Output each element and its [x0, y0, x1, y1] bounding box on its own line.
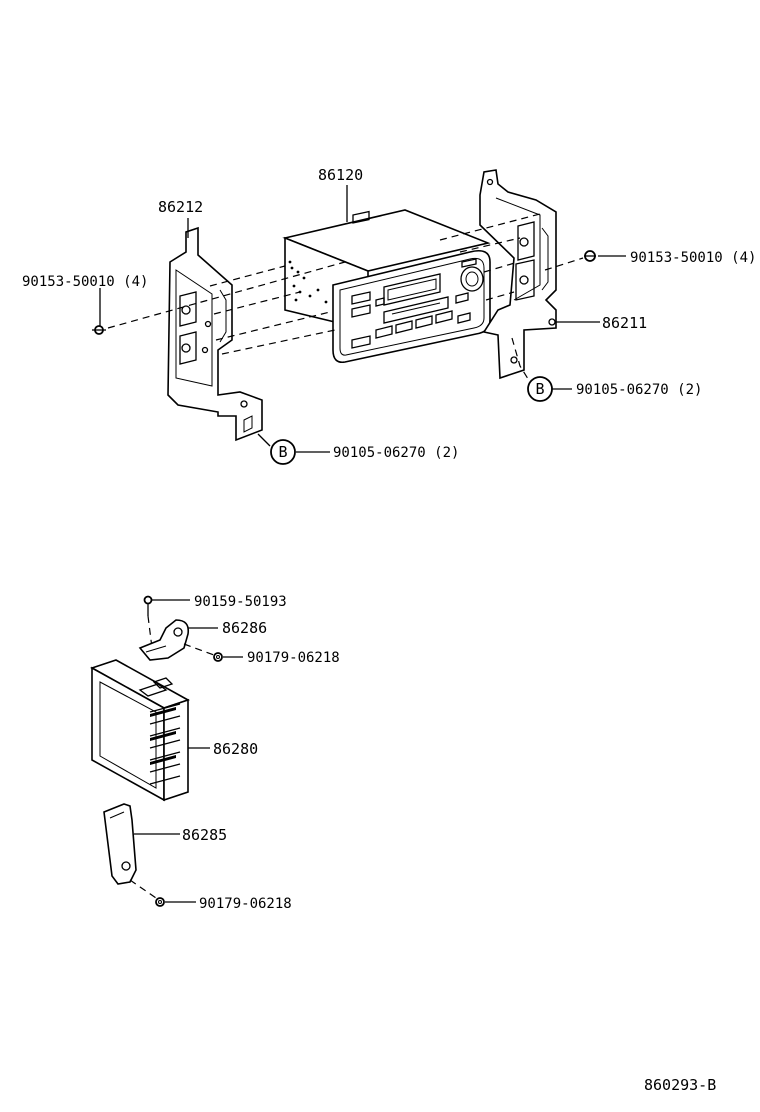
right-mounting-bracket [479, 169, 557, 380]
dash-nut-lower [129, 879, 157, 899]
ref-b-left-marker: B [270, 439, 296, 465]
alignment-lines-upper [107, 213, 584, 383]
label-screw-left: 90153-50010 (4) [22, 274, 148, 290]
label-86280: 86280 [213, 740, 258, 758]
ref-b-left-text: B [278, 443, 287, 461]
nut-lower-icon [155, 897, 165, 907]
screw-left-icon [92, 325, 106, 335]
label-bolt-left: 90105-06270 (2) [333, 445, 459, 461]
label-86120: 86120 [318, 166, 363, 184]
label-nut-lower: 90179-06218 [199, 896, 292, 912]
diagram-code: 860293-B [644, 1076, 716, 1094]
label-86285: 86285 [182, 826, 227, 844]
leader-ref-left [257, 433, 271, 447]
label-screw-small: 90159-50193 [194, 594, 287, 610]
amplifier-86280 [90, 659, 190, 802]
nut-upper-icon [213, 652, 223, 662]
lower-bracket-86285 [103, 803, 137, 885]
label-86211: 86211 [602, 314, 647, 332]
ref-b-right-marker: B [527, 376, 553, 402]
label-bolt-right: 90105-06270 (2) [576, 382, 702, 398]
small-bracket-86286 [138, 619, 190, 661]
dash-nut-upper [183, 643, 215, 656]
label-86286: 86286 [222, 619, 267, 637]
label-nut-upper: 90179-06218 [247, 650, 340, 666]
label-86212: 86212 [158, 198, 203, 216]
label-screw-right: 90153-50010 (4) [630, 250, 756, 266]
ref-b-right-text: B [535, 380, 544, 398]
radio-head-unit [282, 209, 491, 364]
screw-small-icon [143, 595, 153, 616]
screw-right-icon [584, 250, 596, 262]
left-mounting-bracket [167, 226, 263, 442]
